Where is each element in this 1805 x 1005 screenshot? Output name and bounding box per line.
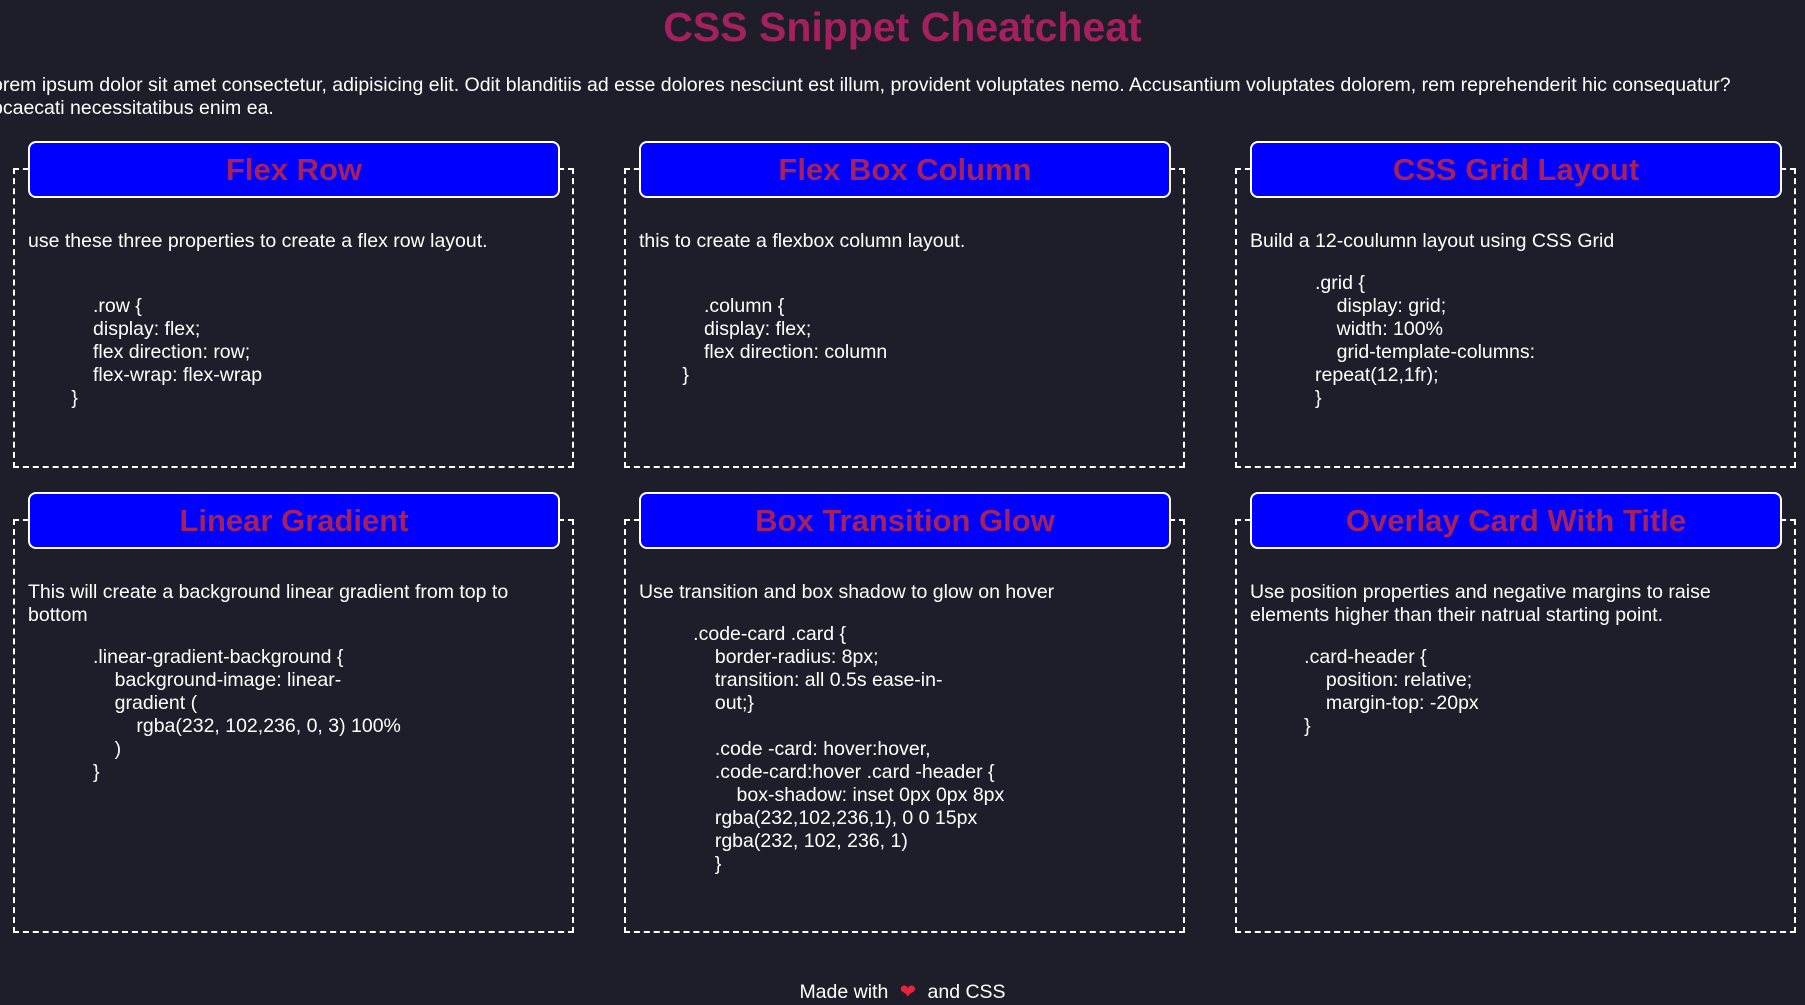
intro-paragraph: orem ipsum dolor sit amet consectetur, a… [0,74,1731,119]
footer: Made with ❤ and CSS [0,981,1805,1004]
code-card-grid-layout: CSS Grid Layout Build a 12-coulumn layou… [1235,141,1796,468]
heart-icon: ❤ [899,981,917,1003]
footer-suffix: and CSS [927,981,1006,1003]
card-header: Linear Gradient [28,492,560,549]
code-card-box-glow: Box Transition Glow Use transition and b… [624,492,1185,933]
code-card-overlay-title: Overlay Card With Title Use position pro… [1235,492,1796,933]
code-snippet: .row { display: flex; flex direction: ro… [71,295,263,409]
page-title: CSS Snippet Cheatcheat [663,4,1142,50]
code-snippet: .linear-gradient-background { background… [93,646,401,783]
card-description: use these three properties to create a f… [28,230,488,252]
card-description: This will create a background linear gra… [28,581,509,626]
code-snippet: .code-card .card { border-radius: 8px; t… [693,623,1005,875]
footer-prefix: Made with [799,981,889,1003]
card-header: Overlay Card With Title [1250,492,1782,549]
code-card-linear-gradient: Linear Gradient This will create a backg… [13,492,574,933]
code-snippet: .card-header { position: relative; margi… [1304,646,1479,737]
card-description: this to create a flexbox column layout. [639,230,966,252]
card-description: Use position properties and negative mar… [1250,581,1711,626]
card-header: Box Transition Glow [639,492,1171,549]
card-description: Use transition and box shadow to glow on… [639,581,1055,603]
code-snippet: .column { display: flex; flex direction:… [682,295,888,386]
card-description: Build a 12-coulumn layout using CSS Grid [1250,230,1615,252]
code-snippet: .grid { display: grid; width: 100% grid-… [1315,272,1536,409]
code-card-flex-row: Flex Row use these three properties to c… [13,141,574,468]
code-card-flex-column: Flex Box Column this to create a flexbox… [624,141,1185,468]
card-header: CSS Grid Layout [1250,141,1782,198]
card-header: Flex Box Column [639,141,1171,198]
card-header: Flex Row [28,141,560,198]
